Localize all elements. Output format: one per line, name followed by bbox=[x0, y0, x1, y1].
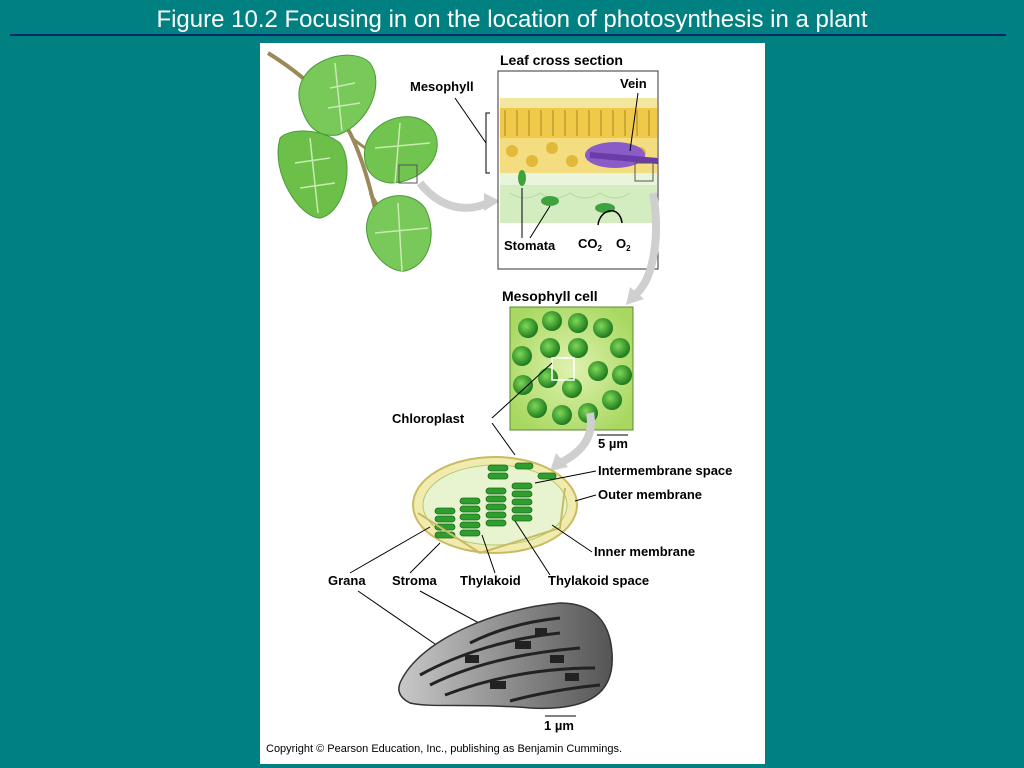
cell-chloroplasts bbox=[512, 311, 632, 425]
vein-leader bbox=[629, 92, 639, 152]
scale-5um-label: 5 µm bbox=[598, 436, 628, 451]
chloroplast-diagram bbox=[412, 456, 578, 555]
title-underline bbox=[10, 34, 1006, 36]
zoom-arrow-2-head bbox=[626, 287, 644, 305]
stomata-label: Stomata bbox=[504, 238, 556, 253]
leaf-section-title: Leaf cross section bbox=[500, 52, 623, 68]
inner-membrane-leader bbox=[551, 524, 593, 553]
outer-membrane-leader bbox=[574, 494, 597, 502]
chloroplast-leader-1 bbox=[491, 362, 553, 419]
leaves bbox=[277, 54, 438, 272]
intermembrane-label: Intermembrane space bbox=[598, 463, 732, 478]
zoom-arrow-3 bbox=[558, 412, 595, 467]
grana-label: Grana bbox=[328, 573, 366, 588]
copyright-notice: Copyright © Pearson Education, Inc., pub… bbox=[266, 743, 622, 755]
outer-membrane-label: Outer membrane bbox=[598, 487, 702, 502]
zoom-arrow-3-head bbox=[550, 453, 568, 471]
thylakoid-space-leader bbox=[514, 520, 551, 576]
chloroplast-leader-2 bbox=[491, 422, 516, 456]
intermembrane-leader bbox=[534, 470, 597, 484]
grana-leader-1 bbox=[349, 526, 431, 574]
stroma-leader-1 bbox=[409, 542, 441, 574]
thylakoid-space-label: Thylakoid space bbox=[548, 573, 649, 588]
zoom-arrow-1-head bbox=[484, 193, 500, 211]
photosynthesis-figure: Leaf cross section Mesophyll Vein Stomat… bbox=[266, 51, 732, 755]
chloroplast-zoom-box bbox=[551, 357, 575, 381]
zoom-arrow-1 bbox=[416, 180, 490, 212]
thylakoid-label: Thylakoid bbox=[460, 573, 521, 588]
inner-membrane-label: Inner membrane bbox=[594, 544, 695, 559]
vein-zoom-box bbox=[634, 162, 654, 182]
stomata-leader-2 bbox=[529, 205, 551, 239]
vein-label: Vein bbox=[620, 76, 647, 91]
scale-1um-label: 1 µm bbox=[544, 718, 574, 733]
gas-exchange-arrow bbox=[597, 210, 623, 226]
stroma-label: Stroma bbox=[392, 573, 438, 588]
thylakoid-leader bbox=[481, 534, 496, 574]
zoom-arrow-2 bbox=[632, 192, 660, 299]
co2-label: CO2 bbox=[578, 236, 603, 253]
mesophyll-bracket bbox=[485, 112, 490, 174]
leaf-zoom-box bbox=[398, 164, 418, 184]
mesophyll-leader bbox=[454, 97, 487, 144]
slide-title: Figure 10.2 Focusing in on the location … bbox=[156, 6, 868, 33]
mesophyll-cell-title: Mesophyll cell bbox=[502, 288, 598, 304]
mesophyll-label: Mesophyll bbox=[410, 79, 474, 94]
chloroplast-micrograph bbox=[398, 602, 613, 710]
o2-label: O2 bbox=[616, 236, 631, 253]
figure-panel: Leaf cross section Mesophyll Vein Stomat… bbox=[260, 43, 765, 764]
chloroplast-label: Chloroplast bbox=[392, 411, 465, 426]
